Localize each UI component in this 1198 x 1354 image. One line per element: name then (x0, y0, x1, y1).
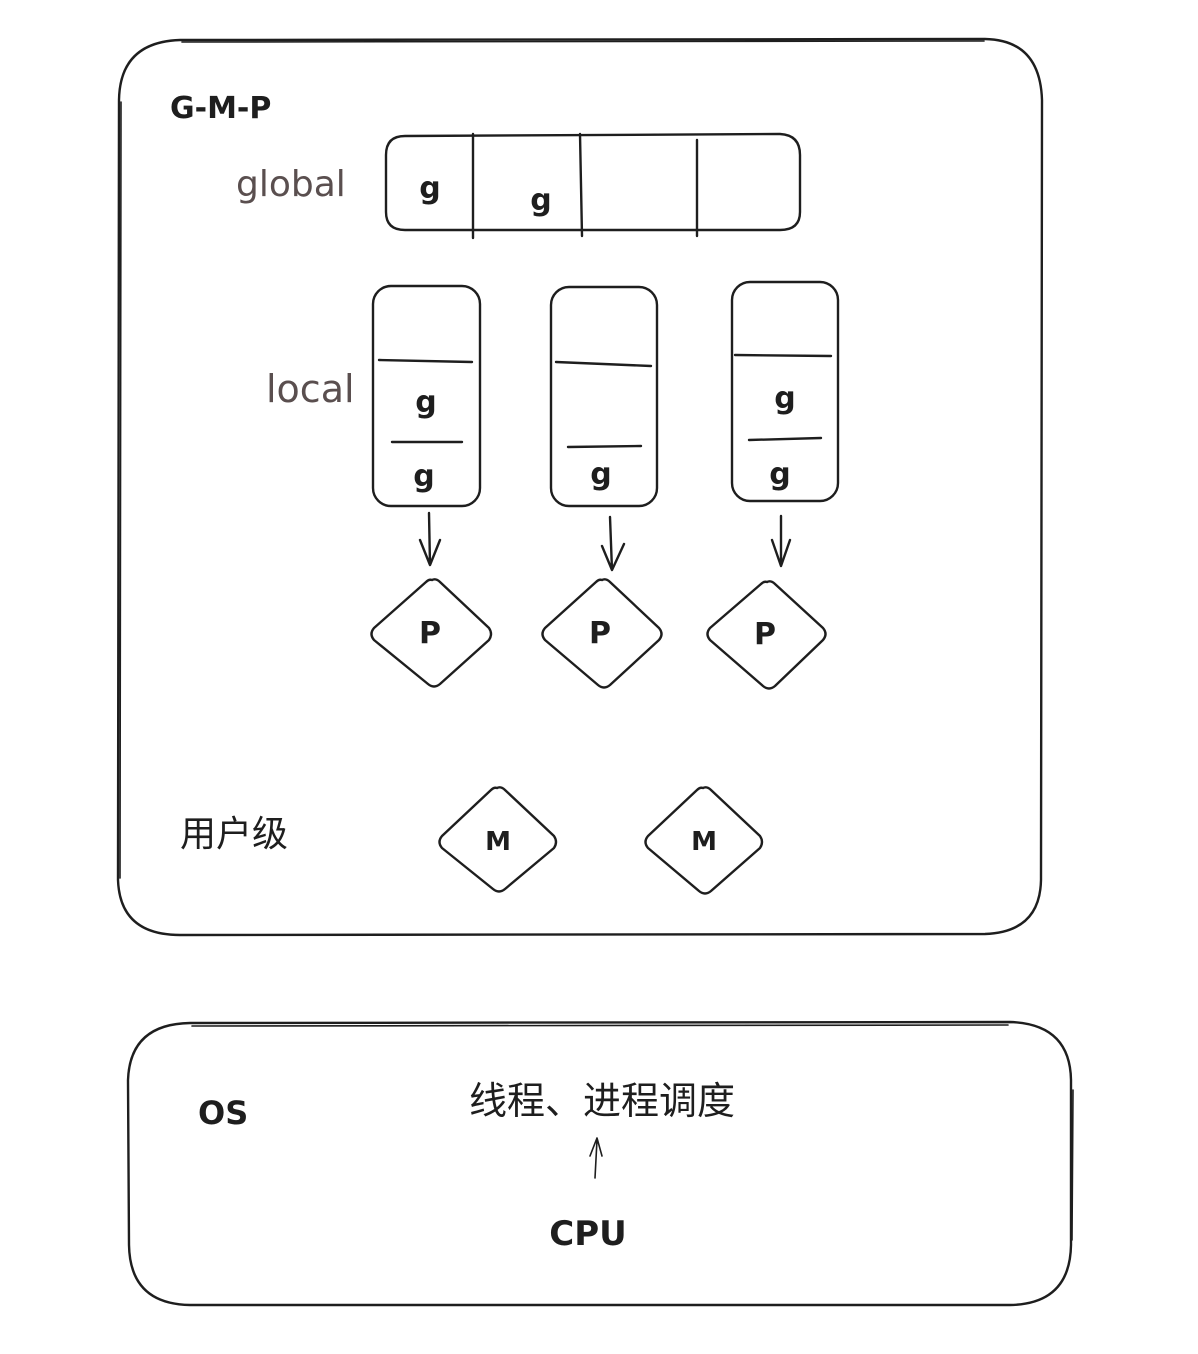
os-panel-frame-sketch (191, 1024, 1074, 1241)
local-queue-frame (549, 285, 659, 508)
gmp-panel-frame (116, 37, 1044, 937)
global-label: global (236, 164, 346, 205)
local-queue-divider (554, 360, 653, 368)
machine-label: M (485, 827, 511, 857)
arrow-up-icon (589, 1137, 603, 1179)
cpu-label: CPU (549, 1214, 626, 1254)
local-queue-2: g (549, 285, 659, 508)
local-queue-slot: g (415, 385, 436, 420)
gmp-title: G-M-P (170, 91, 271, 126)
machine-label: M (691, 827, 717, 857)
gmp-panel-frame-sketch (119, 40, 985, 879)
global-queue-slot: g (530, 183, 551, 218)
machine-m-1: M (438, 786, 558, 893)
local-queue-3: g g (730, 280, 840, 503)
os-panel-frame (126, 1020, 1073, 1307)
machine-m-2: M (644, 786, 764, 895)
local-queue-slot: g (413, 459, 434, 494)
local-queue-frame (371, 284, 482, 508)
processor-label: P (589, 616, 611, 651)
processor-p-1: P (370, 578, 493, 688)
scheduler-label: 线程、进程调度 (469, 1079, 735, 1123)
global-queue-frame (384, 132, 802, 232)
processor-label: P (419, 616, 441, 651)
local-label: local (266, 367, 355, 411)
machine-diamond (438, 786, 558, 893)
arrow-down-icon (600, 515, 626, 572)
arrow-down-icon (770, 514, 792, 568)
os-panel: OS 线程、进程调度 CPU (126, 1020, 1074, 1307)
global-queue: g g (384, 132, 802, 240)
processor-diamond (706, 580, 827, 690)
processor-diamond (541, 578, 663, 689)
processor-p-3: P (706, 580, 827, 690)
processor-p-2: P (541, 578, 663, 689)
local-queue-divider (377, 358, 474, 364)
processor-diamond (370, 578, 493, 688)
gmp-panel: G-M-P global g g local g g (116, 37, 1044, 937)
user-level-label: 用户级 (180, 814, 288, 855)
local-queue-slot: g (590, 457, 611, 492)
local-queue-slot: g (774, 381, 795, 416)
local-queue-divider (733, 353, 833, 358)
local-queue-divider (566, 444, 643, 449)
os-title: OS (198, 1094, 248, 1132)
arrow-down-icon (418, 511, 442, 567)
global-queue-slot: g (419, 171, 440, 206)
processor-label: P (754, 617, 776, 652)
local-queue-slot: g (769, 457, 790, 492)
machine-diamond (644, 786, 764, 895)
global-queue-divider (578, 132, 584, 238)
local-queue-frame (730, 280, 840, 503)
local-queue-1: g g (371, 284, 482, 508)
local-queue-divider (747, 436, 823, 442)
